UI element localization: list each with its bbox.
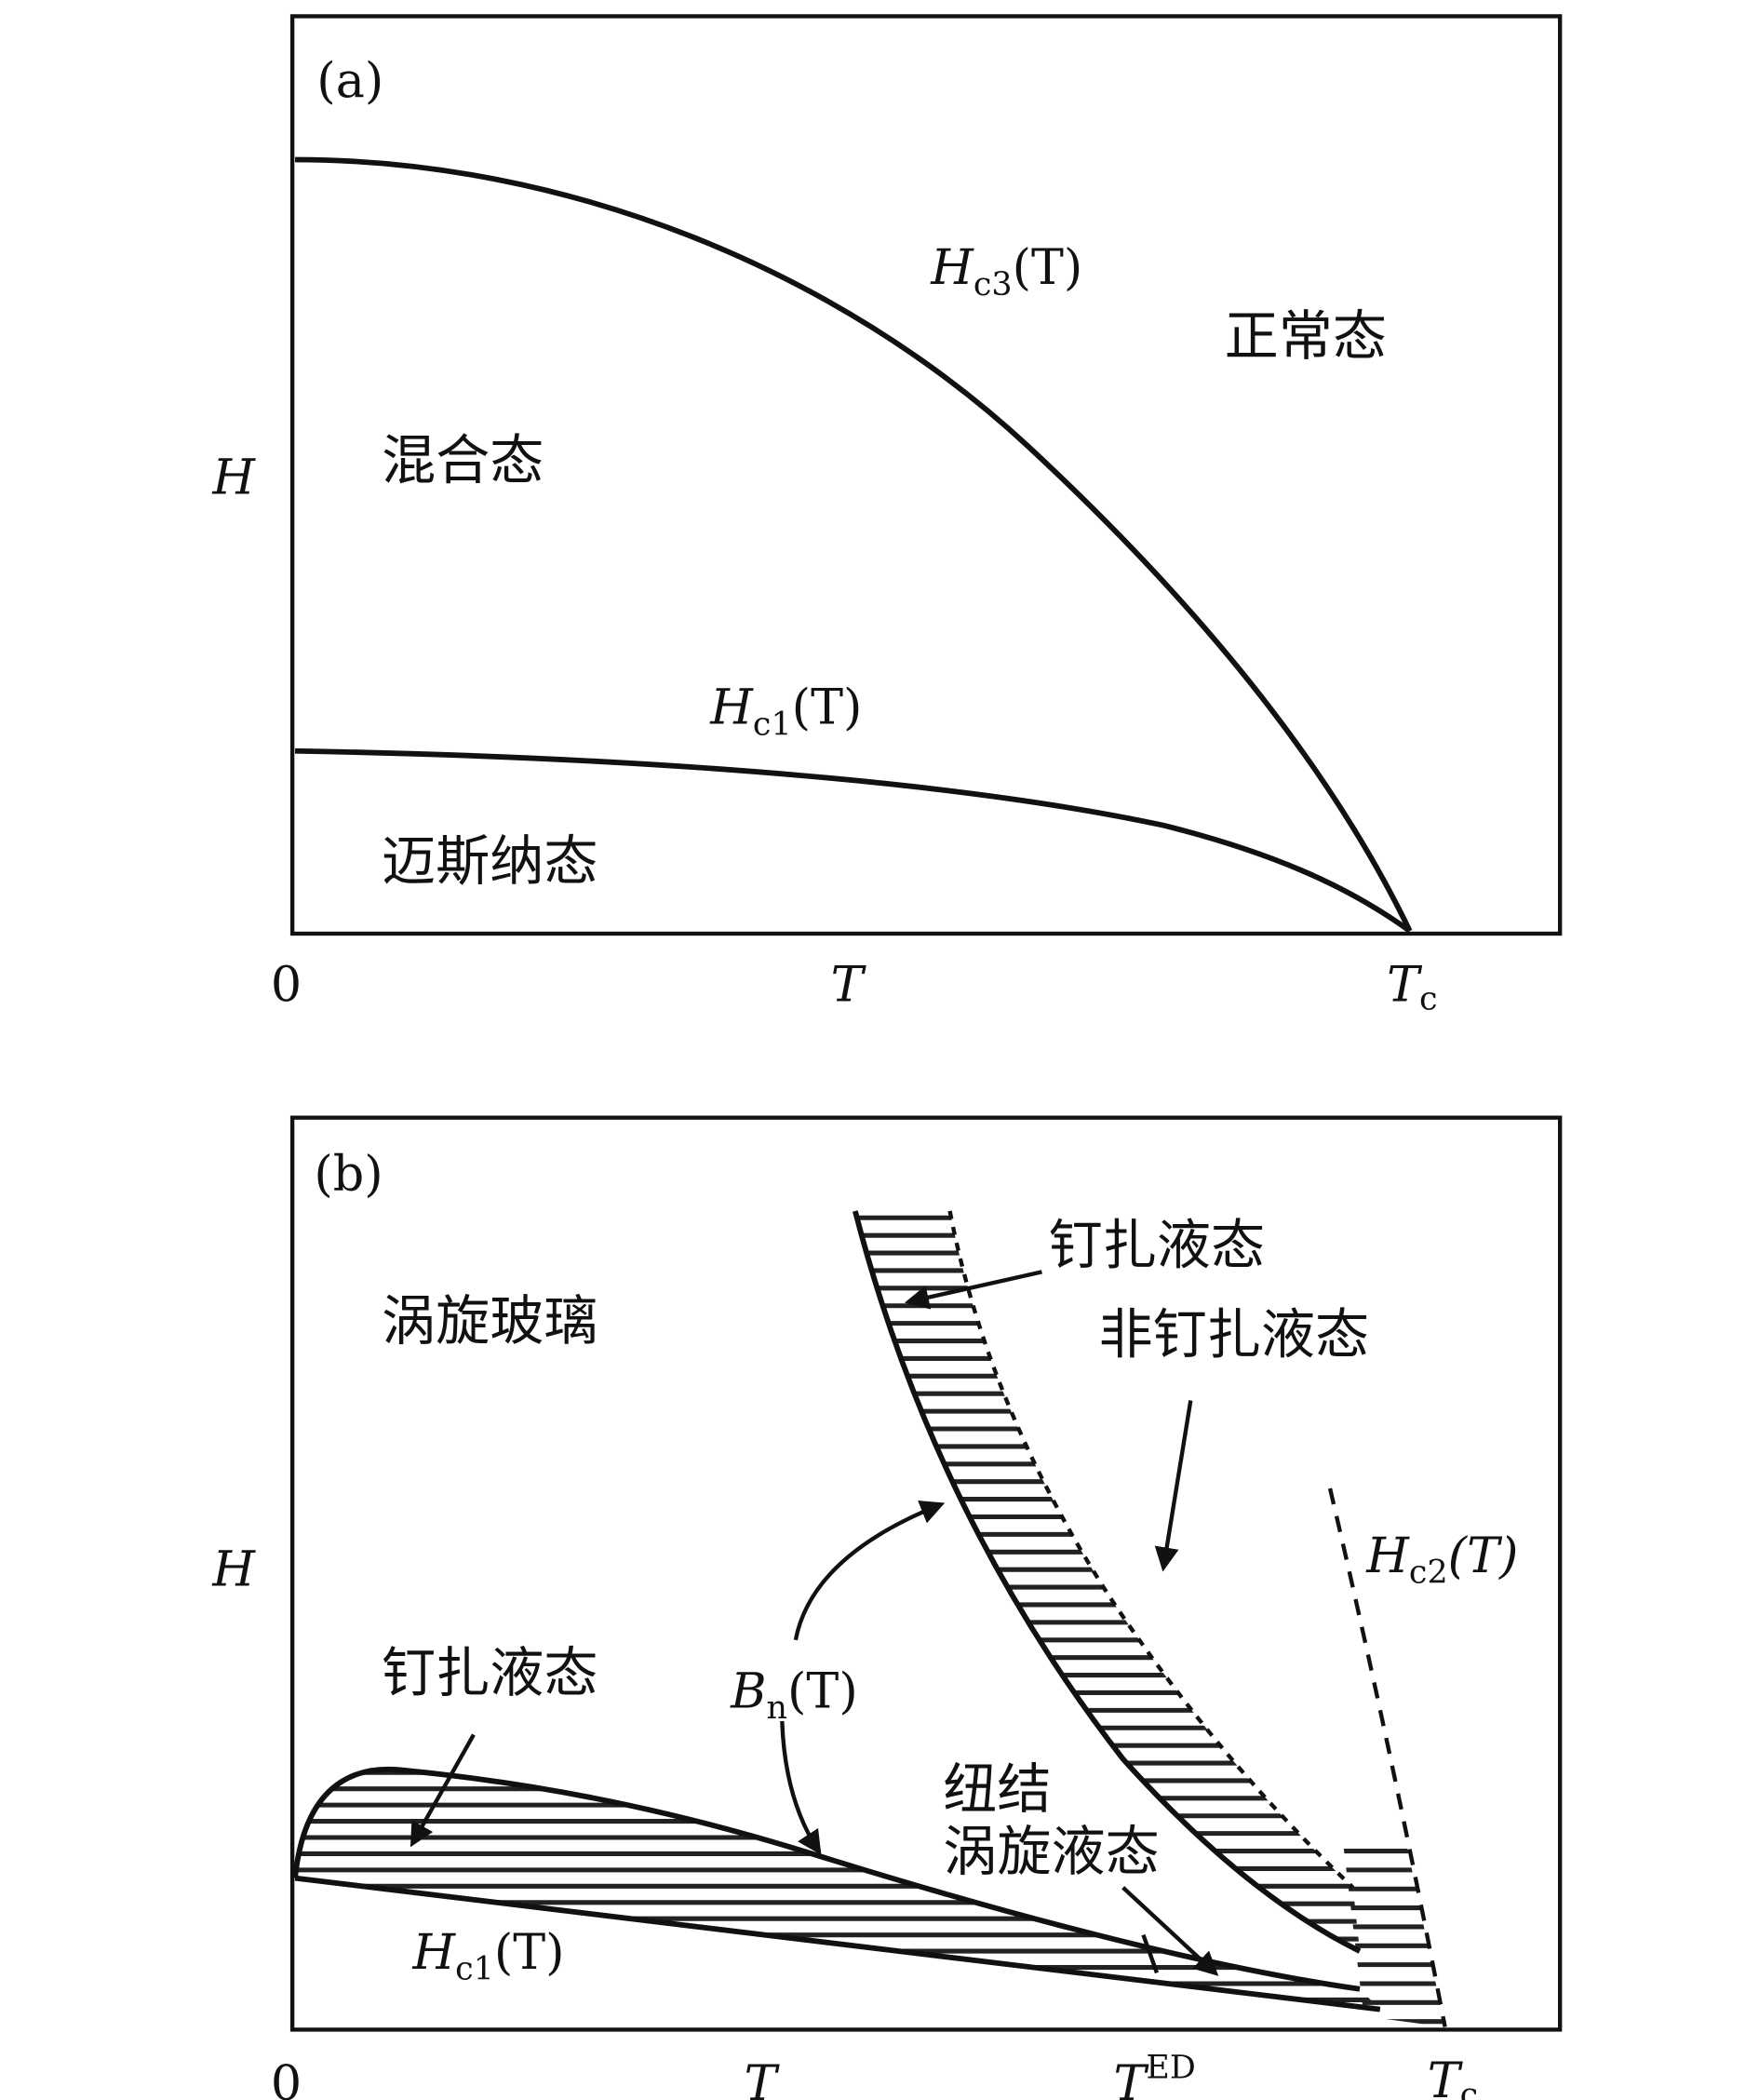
- region-pinned-liquid-upper: 钉扎液态: [1049, 1214, 1266, 1277]
- arrow-bn-upper: [793, 1501, 946, 1641]
- region-pinned-liquid-lower: 钉扎液态: [382, 1641, 598, 1704]
- panel-a-tag: (a): [316, 53, 383, 110]
- panel-b-tc-label: Tc: [1428, 2053, 1478, 2100]
- arrow-bn-lower: [780, 1720, 822, 1855]
- bn-lower-curve: [292, 1766, 1361, 1992]
- ted-label: TED: [1113, 2050, 1195, 2100]
- arrow-unpinned-liquid: [1154, 1400, 1193, 1572]
- hc2-label: Hc2(T): [1365, 1528, 1518, 1592]
- bn-upper-curve: [853, 1210, 1362, 1954]
- panel-a-y-axis-label: H: [211, 450, 256, 506]
- hc2-region-hatching: [1343, 1848, 1445, 2025]
- arrow-pinned-liquid-lower: [410, 1733, 476, 1848]
- panel-a-x-axis-label: T: [831, 957, 867, 1014]
- arrow-entangled-liquid: [1121, 1886, 1219, 1976]
- ted-tick: [1141, 1933, 1160, 1974]
- panel-b-x-axis-label: T: [745, 2055, 781, 2100]
- hc3-curve: [295, 156, 1413, 933]
- region-unpinned-liquid: 非钉扎液态: [1098, 1303, 1369, 1366]
- region-meissner-state: 迈斯纳态: [382, 829, 598, 893]
- panel-b-hc1-label: Hc1(T): [412, 1924, 565, 1988]
- hc3-label: Hc3(T): [930, 239, 1082, 303]
- region-entangled-liquid-line1: 纽结: [943, 1757, 1051, 1821]
- panel-b: (b) H 0 T TED Tc Hc2(T) Bn(T) Hc1(T) 钉扎液…: [211, 1115, 1563, 2100]
- panel-b-frame: [289, 1115, 1563, 2032]
- bn-label: Bn(T): [730, 1662, 858, 1727]
- panel-b-x-origin: 0: [271, 2055, 302, 2100]
- panel-a: (a) H 0 T Tc Hc3(T) Hc1(T) 正常态 混合态 迈斯纳态: [211, 14, 1563, 1018]
- hc1-line: [294, 1875, 1381, 2012]
- panel-a-hc1-label: Hc1(T): [709, 680, 862, 744]
- panel-b-tag: (b): [314, 1146, 383, 1203]
- panel-b-y-axis-label: H: [211, 1541, 256, 1598]
- arrow-pinned-liquid-upper: [904, 1270, 1042, 1310]
- panel-a-x-origin: 0: [271, 957, 302, 1014]
- region-normal-state: 正常态: [1225, 304, 1387, 368]
- hc1-curve: [294, 747, 1412, 934]
- panel-a-frame: [289, 14, 1563, 936]
- panel-a-tc-label: Tc: [1387, 957, 1437, 1018]
- region-mixed-state: 混合态: [382, 429, 544, 492]
- region-vortex-glass: 涡旋玻璃: [382, 1289, 598, 1353]
- region-entangled-liquid-line2: 涡旋液态: [943, 1820, 1160, 1883]
